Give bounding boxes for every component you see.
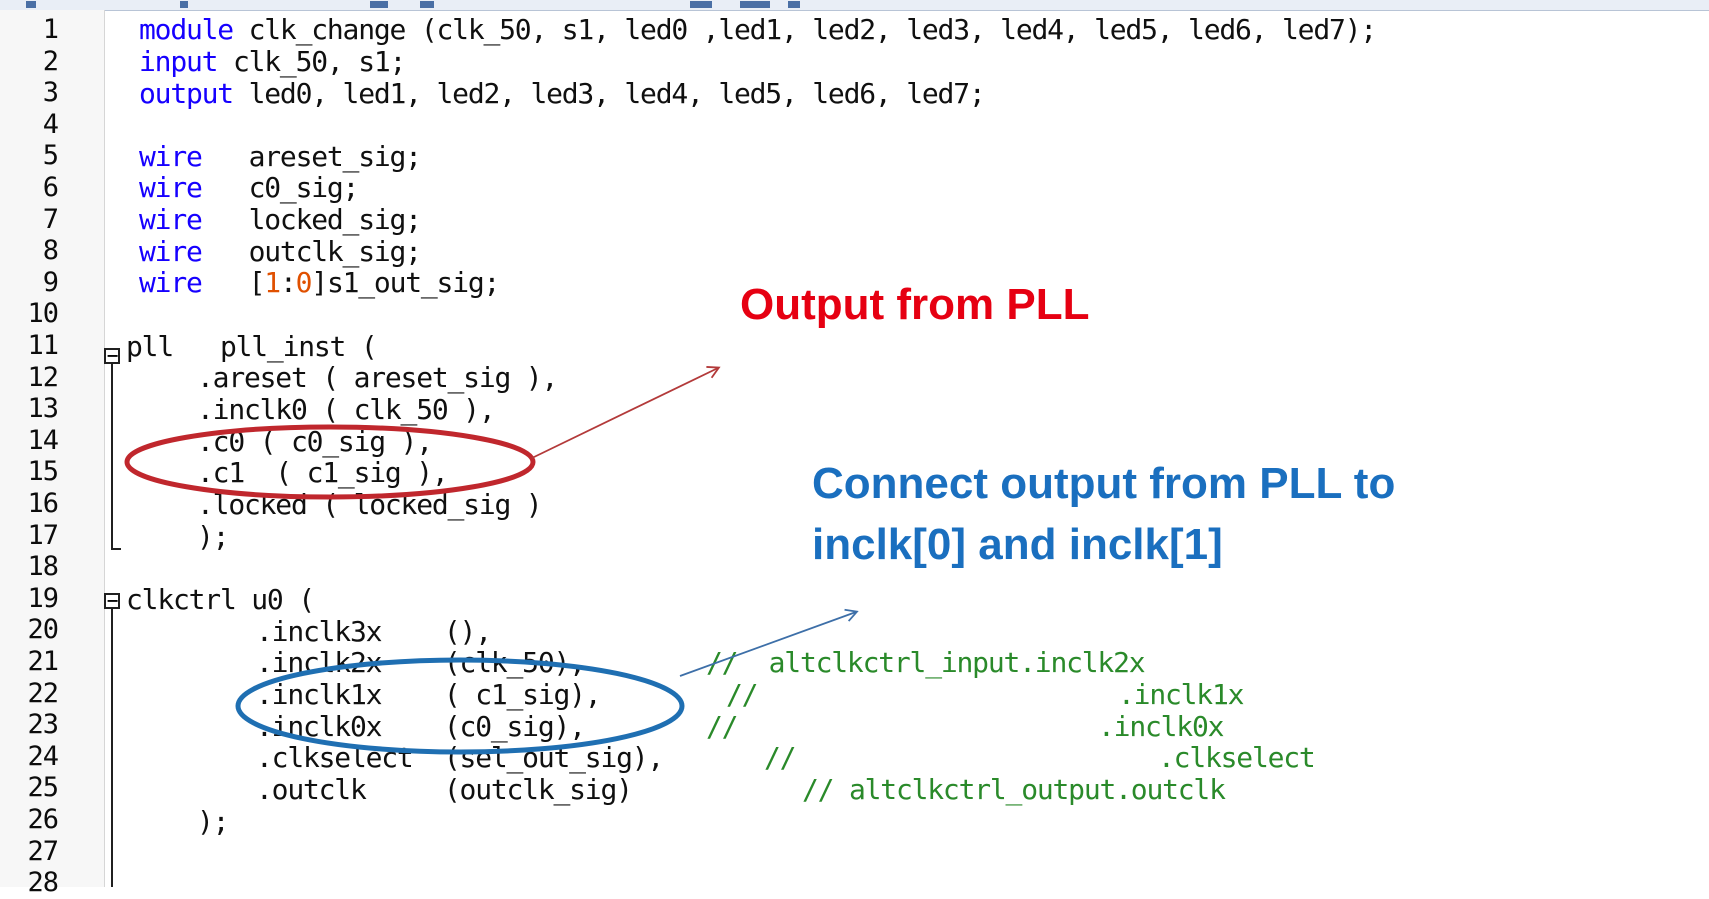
code-line-20[interactable]: .inclk3x (), <box>256 615 492 648</box>
line-number: 15 <box>27 456 59 488</box>
code-line-6[interactable]: wire c0_sig; <box>139 171 360 204</box>
number-literal: 1 <box>264 266 281 299</box>
code-line-9[interactable]: wire [1:0]s1_out_sig; <box>139 266 500 299</box>
toolbar-icon[interactable] <box>740 1 770 8</box>
code-comment-22: // <box>726 678 759 711</box>
code-line-24[interactable]: .clkselect (sel_out_sig), <box>256 741 664 774</box>
code-text: c0_sig; <box>201 171 360 204</box>
code-text: led0, led1, led2, led3, led4, led5, led6… <box>232 77 986 110</box>
toolbar-icon[interactable] <box>788 1 800 8</box>
editor-toolbar <box>0 0 1709 11</box>
line-number: 2 <box>42 45 59 77</box>
code-line-26[interactable]: ); <box>197 805 230 838</box>
code-line-15[interactable]: .c1 ( c1_sig ), <box>197 456 449 489</box>
line-number: 16 <box>27 488 59 519</box>
code-comment-21: // altclkctrl_input.inclk2x <box>706 646 1146 679</box>
fold-guide <box>111 609 113 887</box>
code-comment-24: // <box>764 741 797 774</box>
keyword: wire <box>139 266 203 299</box>
line-number: 7 <box>42 203 59 235</box>
code-text: clk_50, s1; <box>217 45 406 78</box>
keyword: module <box>139 13 234 46</box>
code-text: ]s1_out_sig; <box>311 266 500 299</box>
connect-output-label-line1: Connect output from PLL to <box>812 459 1396 508</box>
code-line-25[interactable]: .outclk (outclk_sig) <box>256 773 633 806</box>
code-line-11[interactable]: pll pll_inst ( <box>126 330 378 363</box>
code-comment-23b: .inclk0x <box>1098 710 1224 743</box>
code-line-12[interactable]: .areset ( areset_sig ), <box>197 361 558 394</box>
fold-toggle-icon[interactable]: − <box>104 591 120 610</box>
line-number: 13 <box>27 393 59 425</box>
connect-output-label-line2: inclk[0] and inclk[1] <box>812 520 1223 569</box>
code-comment-24b: .clkselect <box>1158 741 1316 774</box>
line-number: 14 <box>27 424 59 456</box>
keyword: wire <box>139 235 203 268</box>
code-line-8[interactable]: wire outclk_sig; <box>139 235 422 268</box>
fold-guide-end <box>111 548 121 550</box>
line-number: 5 <box>42 140 59 172</box>
code-text: locked_sig; <box>201 203 422 236</box>
line-number: 12 <box>27 361 59 393</box>
keyword: output <box>139 77 234 110</box>
keyword: wire <box>139 140 203 173</box>
fold-toggle-icon[interactable]: − <box>104 346 120 365</box>
line-number: 9 <box>42 266 59 298</box>
code-text: : <box>279 266 297 299</box>
keyword: wire <box>139 203 203 236</box>
line-number: 25 <box>27 772 59 804</box>
code-line-5[interactable]: wire areset_sig; <box>139 140 422 173</box>
line-number: 18 <box>27 551 59 583</box>
line-number: 10 <box>27 298 59 330</box>
red-arrow <box>531 366 721 459</box>
code-text: [ <box>201 266 266 299</box>
line-number: 24 <box>27 740 59 772</box>
code-text: clk_change (clk_50, s1, led0 ,led1, led2… <box>232 13 1378 46</box>
number-literal: 0 <box>295 266 313 299</box>
line-number: 8 <box>42 235 59 267</box>
code-line-21[interactable]: .inclk2x (clk_50), <box>256 646 586 679</box>
code-line-16[interactable]: .locked ( locked_sig ) <box>197 488 543 521</box>
line-number: 21 <box>27 646 59 677</box>
code-line-17[interactable]: ); <box>197 520 230 553</box>
toolbar-icon[interactable] <box>370 1 388 8</box>
code-text: outclk_sig; <box>201 235 422 268</box>
line-number: 1 <box>42 14 59 45</box>
line-number: 11 <box>27 330 59 361</box>
line-number: 20 <box>27 614 59 646</box>
line-number: 27 <box>27 835 59 867</box>
toolbar-icon[interactable] <box>690 1 712 8</box>
code-line-22[interactable]: .inclk1x ( c1_sig), <box>256 678 602 711</box>
code-line-14[interactable]: .c0 ( c0_sig ), <box>197 425 433 458</box>
keyword: input <box>139 45 219 78</box>
line-number: 26 <box>27 804 59 835</box>
code-line-2[interactable]: input clk_50, s1; <box>139 45 406 78</box>
code-line-23[interactable]: .inclk0x (c0_sig), <box>256 710 586 743</box>
line-number: 22 <box>27 677 59 709</box>
output-from-pll-label: Output from PLL <box>740 280 1090 329</box>
keyword: wire <box>139 171 203 204</box>
code-line-13[interactable]: .inclk0 ( clk_50 ), <box>197 393 496 426</box>
code-line-19[interactable]: clkctrl u0 ( <box>126 583 315 616</box>
code-line-1[interactable]: module clk_change (clk_50, s1, led0 ,led… <box>139 13 1378 46</box>
line-number: 4 <box>42 108 59 140</box>
code-comment-23: // <box>706 710 739 743</box>
toolbar-icon[interactable] <box>420 1 434 8</box>
code-text: areset_sig; <box>201 140 422 173</box>
toolbar-icon[interactable] <box>26 1 36 8</box>
code-line-7[interactable]: wire locked_sig; <box>139 203 422 236</box>
toolbar-icon[interactable] <box>180 1 188 8</box>
line-number: 6 <box>42 172 59 203</box>
code-comment-25: // altclkctrl_output.outclk <box>802 773 1226 806</box>
line-number: 19 <box>27 582 59 614</box>
line-number: 28 <box>27 867 59 899</box>
code-line-3[interactable]: output led0, led1, led2, led3, led4, led… <box>139 77 986 110</box>
line-number: 23 <box>27 709 59 741</box>
line-number: 3 <box>42 77 59 109</box>
line-number: 17 <box>27 519 59 551</box>
fold-guide <box>111 364 113 550</box>
code-comment-22b: .inclk1x <box>1118 678 1244 711</box>
